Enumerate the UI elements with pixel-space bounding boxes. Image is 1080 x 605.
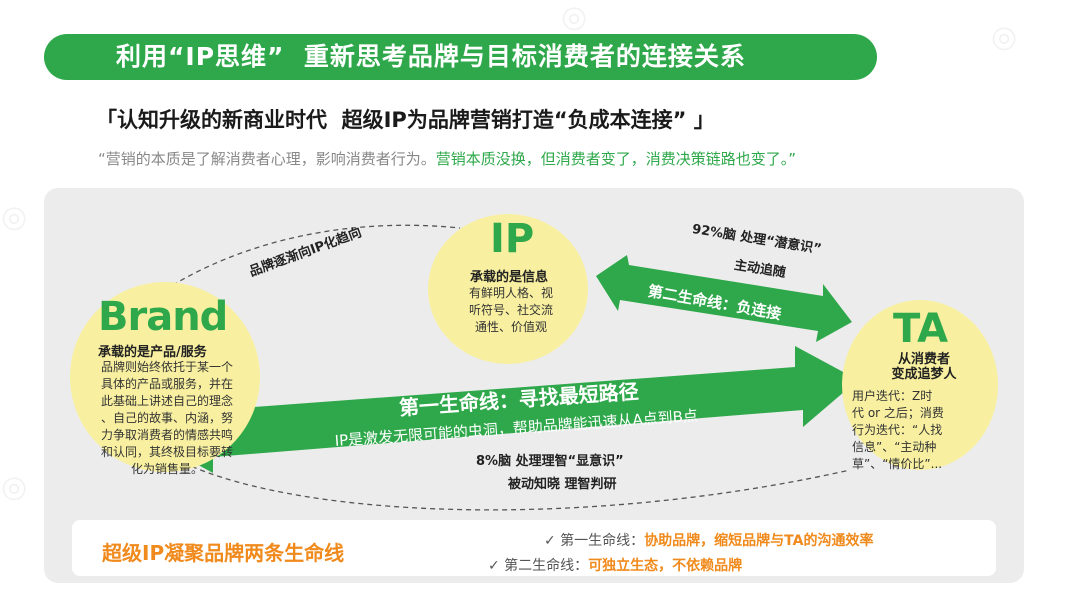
summary-line-2-prefix: ✓ 第二生命线：: [488, 558, 589, 574]
ip-description: 有鲜明人格、视 听符号、社交流 通性、价值观: [456, 285, 566, 336]
ip-desc-line: 听符号、社交流: [468, 303, 553, 317]
brand-subtitle: 承载的是产品/服务: [98, 345, 207, 360]
ip-circle: [428, 214, 588, 364]
ta-desc-line: 代 or 之后；消费: [852, 406, 944, 420]
brand-desc-line: 、自己的故事、内涵，努: [100, 411, 233, 425]
ip-subtitle: 承载的是信息: [470, 270, 549, 285]
lower-arrow: [158, 346, 858, 473]
ta-desc-line: 草”、“情价比”...: [852, 457, 943, 471]
ta-subtitle-line: 变成追梦人: [891, 367, 957, 382]
lower-dashed-curve: [159, 449, 851, 511]
summary-line-1-prefix: ✓ 第一生命线：: [544, 533, 645, 549]
quote: “营销的本质是了解消费者心理，影响消费者行为。营销本质没换，但消费者变了，消费决…: [98, 148, 796, 169]
summary-line-1-emphasis: 协助品牌，缩短品牌与TA的沟通效率: [644, 533, 874, 549]
page-title: 利用“IP思维” 重新思考品牌与目标消费者的连接关系: [44, 34, 877, 80]
quote-text: “营销的本质是了解消费者心理，影响消费者行为。: [98, 150, 436, 168]
brand-desc-line: 力争取消费者的情感共鸣: [100, 428, 233, 442]
brand-title: Brand: [98, 294, 228, 340]
lower-note-1: 8%脑 处理理智“显意识”: [476, 454, 624, 469]
brand-desc-line: 和认同，其终极目标要转: [100, 445, 233, 459]
ta-subtitle: 从消费者 变成追梦人: [884, 352, 964, 382]
upper-arrow: [596, 255, 852, 342]
brand-desc-line: 化为销售量。: [130, 462, 203, 476]
summary-line-2: ✓ 第二生命线：可独立生态，不依赖品牌: [488, 555, 742, 575]
brand-description: 品牌则始终依托于某一个 具体的产品或服务，并在 此基础上讲述自己的理念 、自己的…: [92, 359, 242, 478]
upper-dashed-curve: [149, 224, 461, 301]
summary-title: 超级IP凝聚品牌两条生命线: [102, 541, 345, 565]
quote-highlight: 营销本质没换，但消费者变了，消费决策链路也变了。”: [435, 150, 797, 168]
page-subtitle: 「认知升级的新商业时代 超级IP为品牌营销打造“负成本连接” 」: [96, 108, 715, 132]
ta-desc-line: 行为迭代：“人找: [852, 423, 943, 437]
ip-desc-line: 通性、价值观: [474, 320, 547, 334]
ta-description: 用户迭代：Z时 代 or 之后；消费 行为迭代：“人找 信息”、“主动种 草”、…: [852, 388, 982, 473]
ta-desc-line: 信息”、“主动种: [852, 440, 937, 454]
ip-desc-line: 有鲜明人格、视: [468, 286, 553, 300]
brand-desc-line: 具体的产品或服务，并在: [100, 377, 233, 391]
ip-title: IP: [490, 216, 535, 262]
brand-circle: [70, 282, 260, 472]
summary-line-2-emphasis: 可独立生态，不依赖品牌: [588, 558, 743, 574]
ta-title: TA: [893, 306, 949, 352]
brand-desc-line: 此基础上讲述自己的理念: [100, 394, 233, 408]
summary-line-1: ✓ 第一生命线：协助品牌，缩短品牌与TA的沟通效率: [544, 530, 874, 550]
ta-subtitle-line: 从消费者: [897, 352, 950, 367]
ta-desc-line: 用户迭代：Z时: [852, 389, 933, 403]
ta-circle: [842, 300, 998, 470]
summary-box: [72, 520, 996, 576]
brand-desc-line: 品牌则始终依托于某一个: [100, 360, 233, 374]
lower-note-2: 被动知晓 理智判研: [508, 477, 617, 492]
